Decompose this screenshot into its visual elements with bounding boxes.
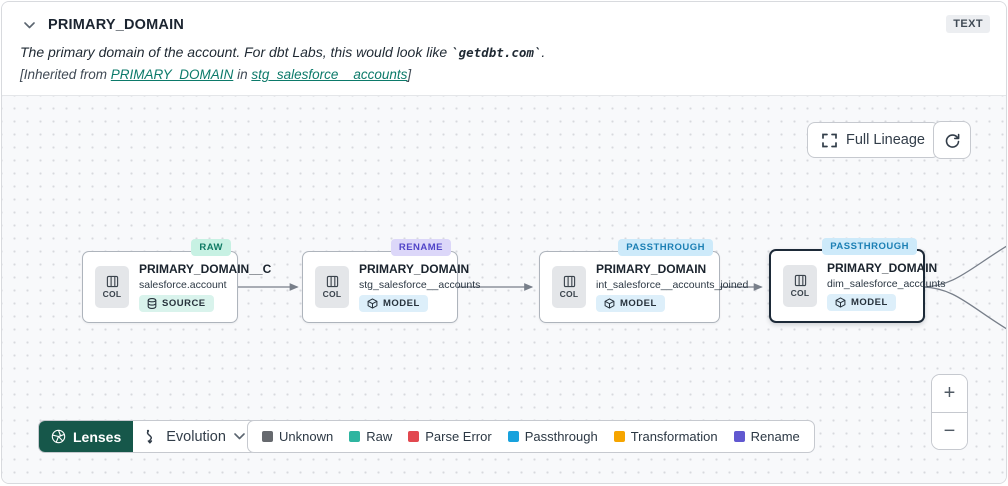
legend-label: Raw bbox=[366, 429, 393, 444]
legend-label: Rename bbox=[750, 429, 800, 444]
node-title: PRIMARY_DOMAIN bbox=[827, 261, 938, 275]
zoom-controls: + − bbox=[931, 374, 968, 450]
legend: Unknown Raw Parse Error Passthrough Transfor… bbox=[247, 420, 815, 453]
lineage-node-dim-selected[interactable]: PASSTHROUGH COL PRIMARY_DOMAIN dim_sales… bbox=[769, 238, 945, 323]
expand-icon bbox=[822, 133, 837, 148]
col-label: COL bbox=[322, 289, 342, 299]
legend-swatch bbox=[349, 431, 361, 442]
lineage-node-staging[interactable]: RENAME COL PRIMARY_DOMAIN stg_salesforce… bbox=[302, 239, 480, 323]
chevron-down-icon bbox=[234, 433, 245, 440]
model-cube-icon bbox=[835, 297, 846, 308]
page-title: PRIMARY_DOMAIN bbox=[48, 17, 184, 33]
node-subtitle: dim_salesforce_accounts bbox=[827, 278, 946, 290]
lens-dropdown[interactable]: Evolution bbox=[133, 421, 257, 452]
model-cube-icon bbox=[604, 298, 615, 309]
column-type-icon: COL bbox=[315, 266, 349, 308]
legend-label: Transformation bbox=[630, 429, 718, 444]
model-cube-icon bbox=[367, 298, 378, 309]
type-badge: TEXT bbox=[946, 15, 990, 33]
col-label: COL bbox=[559, 289, 579, 299]
description-suffix: . bbox=[541, 44, 546, 60]
lenses-button[interactable]: Lenses bbox=[39, 421, 134, 452]
legend-label: Unknown bbox=[279, 429, 334, 444]
column-type-icon: COL bbox=[552, 266, 586, 308]
resource-tag-label: MODEL bbox=[620, 298, 657, 309]
legend-item: Transformation bbox=[613, 429, 718, 444]
legend-swatch bbox=[613, 431, 625, 442]
legend-item: Unknown bbox=[262, 429, 333, 444]
collapse-chevron-icon[interactable] bbox=[20, 16, 38, 34]
description-code: `getdbt.com` bbox=[451, 45, 542, 60]
legend-swatch bbox=[262, 431, 273, 442]
legend-label: Parse Error bbox=[425, 429, 492, 444]
inherited-model-link[interactable]: stg_salesforce__accounts bbox=[251, 67, 408, 82]
full-lineage-button[interactable]: Full Lineage bbox=[807, 122, 940, 158]
legend-label: Passthrough bbox=[524, 429, 598, 444]
legend-item: Passthrough bbox=[507, 429, 598, 444]
column-header: PRIMARY_DOMAIN TEXT The primary domain o… bbox=[2, 2, 1006, 96]
col-label: COL bbox=[790, 288, 810, 298]
zoom-in-button[interactable]: + bbox=[932, 375, 967, 412]
resource-tag: MODEL bbox=[359, 295, 428, 312]
inherited-suffix: ] bbox=[407, 67, 412, 82]
lens-badge: RENAME bbox=[390, 239, 451, 256]
legend-item: Parse Error bbox=[408, 429, 492, 444]
inherited-from-note: [Inherited from PRIMARY_DOMAIN in stg_sa… bbox=[20, 67, 990, 82]
lens-badge: RAW bbox=[191, 239, 231, 256]
legend-item: Rename bbox=[733, 429, 800, 444]
lens-controls: Lenses Evolution bbox=[38, 420, 258, 453]
column-type-icon: COL bbox=[95, 266, 129, 308]
full-lineage-label: Full Lineage bbox=[846, 132, 925, 148]
legend-item: Raw bbox=[349, 429, 392, 444]
resource-tag-label: SOURCE bbox=[162, 298, 206, 309]
lens-selected-value: Evolution bbox=[166, 428, 226, 445]
resource-tag: MODEL bbox=[827, 294, 896, 311]
inherited-middle: in bbox=[233, 67, 252, 82]
refresh-button[interactable] bbox=[933, 121, 971, 159]
description-text: The primary domain of the account. For d… bbox=[20, 44, 452, 60]
lineage-node-intermediate[interactable]: PASSTHROUGH COL PRIMARY_DOMAIN int_sales… bbox=[539, 239, 748, 323]
legend-swatch bbox=[507, 431, 519, 442]
inherited-prefix: [Inherited from bbox=[20, 67, 111, 82]
route-icon bbox=[145, 429, 158, 445]
resource-tag: SOURCE bbox=[139, 295, 214, 312]
lens-badge: PASSTHROUGH bbox=[822, 238, 917, 255]
legend-swatch bbox=[733, 431, 745, 442]
zoom-out-button[interactable]: − bbox=[932, 412, 967, 449]
resource-tag-label: MODEL bbox=[383, 298, 420, 309]
legend-swatch bbox=[408, 431, 420, 442]
inherited-column-link[interactable]: PRIMARY_DOMAIN bbox=[110, 67, 234, 82]
lens-aperture-icon bbox=[51, 429, 66, 444]
column-description: The primary domain of the account. For d… bbox=[20, 44, 990, 60]
lineage-node-source[interactable]: RAW COL PRIMARY_DOMAIN__C salesforce.acc… bbox=[82, 239, 271, 323]
refresh-icon bbox=[944, 132, 961, 149]
node-subtitle: int_salesforce__accounts_joined bbox=[596, 279, 749, 291]
lineage-canvas[interactable]: Full Lineage RAW COL PRIMARY_DOMAIN__C s… bbox=[2, 96, 1006, 483]
database-icon bbox=[147, 298, 157, 309]
lenses-label: Lenses bbox=[73, 428, 122, 445]
node-title: PRIMARY_DOMAIN bbox=[596, 262, 707, 276]
node-title: PRIMARY_DOMAIN bbox=[359, 262, 470, 276]
node-title: PRIMARY_DOMAIN__C bbox=[139, 262, 272, 276]
resource-tag-label: MODEL bbox=[851, 297, 888, 308]
node-subtitle: stg_salesforce__accounts bbox=[359, 279, 481, 291]
col-label: COL bbox=[102, 289, 122, 299]
column-type-icon: COL bbox=[783, 265, 817, 307]
lens-badge: PASSTHROUGH bbox=[618, 239, 713, 256]
resource-tag: MODEL bbox=[596, 295, 665, 312]
node-subtitle: salesforce.account bbox=[139, 279, 227, 291]
